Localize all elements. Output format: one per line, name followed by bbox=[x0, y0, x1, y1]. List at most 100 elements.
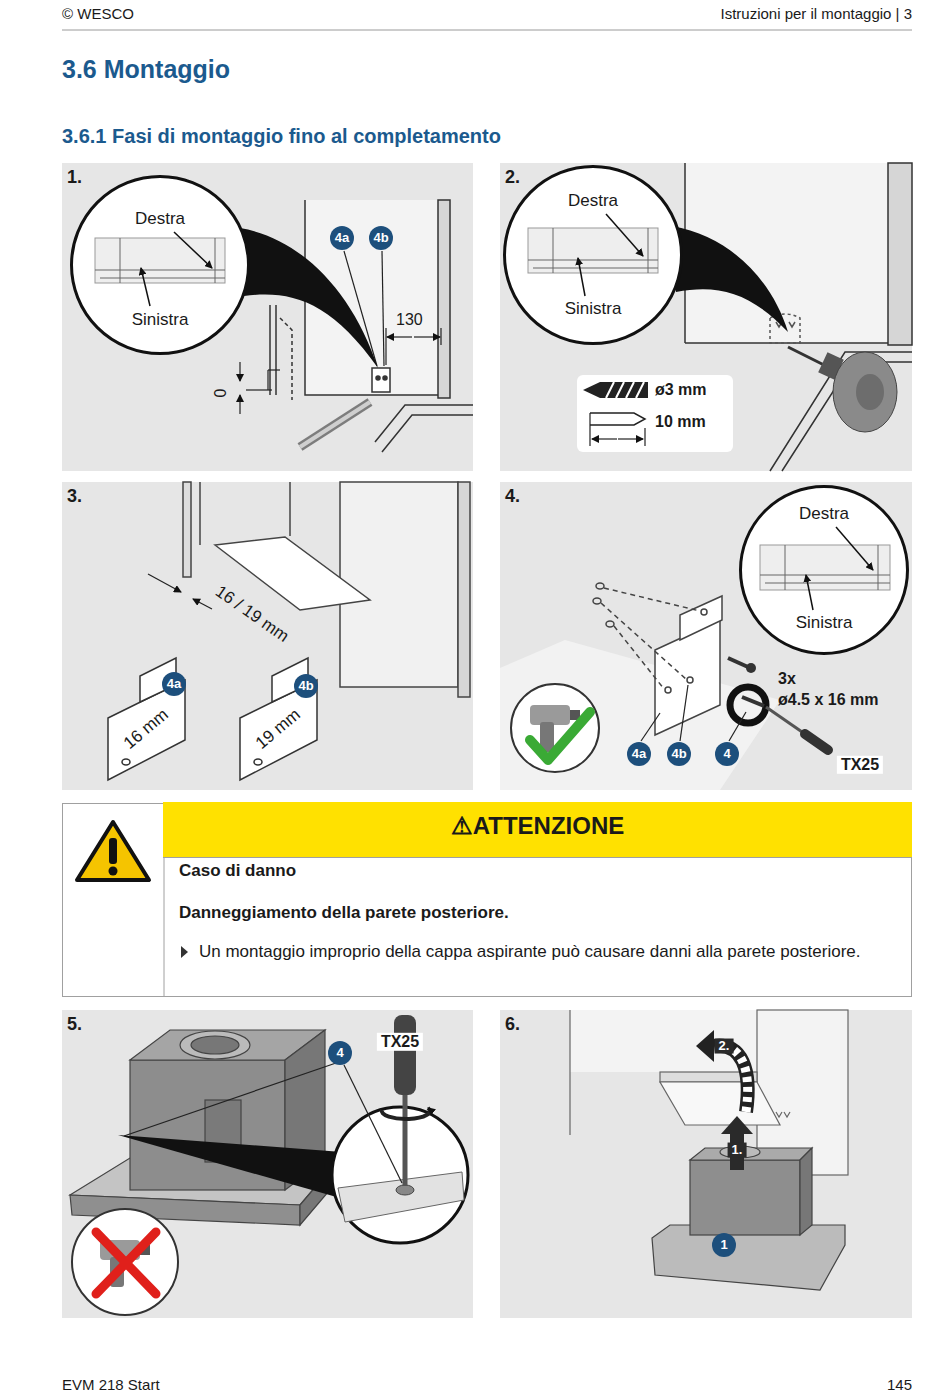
drill-forbidden-icon bbox=[96, 1232, 156, 1294]
drill-drawing bbox=[856, 374, 884, 410]
cabinet-drawing bbox=[270, 200, 473, 452]
magnifier-detail bbox=[95, 270, 225, 271]
leader-line bbox=[641, 685, 746, 741]
screwdriver-drawing bbox=[403, 1090, 408, 1186]
bracket-drawing bbox=[108, 658, 317, 780]
side-label: Destra bbox=[742, 504, 906, 524]
step-number: 3. bbox=[67, 486, 82, 507]
magnifier-detail bbox=[533, 268, 658, 269]
drill-bit-info bbox=[644, 428, 645, 446]
warning-band: ⚠ATTENZIONE bbox=[163, 802, 912, 858]
drill-forbidden-icon bbox=[96, 1232, 156, 1294]
footer-text: EVM 218 Start bbox=[62, 1376, 160, 1393]
magnifier-detail bbox=[504, 166, 682, 344]
magnifier-detail bbox=[606, 214, 643, 256]
detail-magnifier: DestraSinistra bbox=[739, 485, 909, 655]
magnifier-detail bbox=[806, 575, 813, 610]
screwdriver-drawing bbox=[394, 1015, 416, 1095]
mounting-drawing bbox=[701, 609, 707, 615]
step-number: 6. bbox=[505, 1014, 520, 1035]
magnifier-detail bbox=[95, 238, 225, 283]
magnifier-detail bbox=[71, 176, 249, 354]
lift-arrow bbox=[714, 1046, 748, 1112]
side-label: Sinistra bbox=[742, 613, 906, 633]
dimension-line bbox=[240, 328, 441, 414]
lift-arrow bbox=[714, 1046, 748, 1112]
magnifier-detail bbox=[332, 1107, 468, 1243]
step-number: 1. bbox=[67, 167, 82, 188]
hood-drawing bbox=[180, 1031, 250, 1059]
cabinet-drawing bbox=[269, 305, 271, 395]
drill-forbidden-icon bbox=[72, 1209, 178, 1315]
panel-ground bbox=[62, 1010, 473, 1318]
dimension-line bbox=[440, 328, 441, 345]
drill-drawing bbox=[788, 347, 826, 366]
cabinet-drawing bbox=[375, 405, 473, 442]
leader-line bbox=[729, 712, 746, 741]
magnifier-detail bbox=[765, 583, 890, 584]
dimension-line bbox=[148, 574, 181, 592]
step-panel: 1 6. bbox=[500, 1010, 912, 1318]
warning-text: Un montaggio improprio della cappa aspir… bbox=[199, 940, 904, 964]
mounting-drawing bbox=[680, 596, 722, 640]
magnifier-detail bbox=[836, 527, 873, 570]
magnifier-wedge bbox=[118, 1135, 342, 1198]
callout-badge: 4 bbox=[715, 742, 739, 766]
callout-number: 1 bbox=[712, 1233, 736, 1257]
tool-label: TX25 bbox=[837, 756, 883, 774]
mounting-drawing bbox=[665, 687, 671, 693]
header-text: © WESCO bbox=[62, 5, 134, 22]
magnifier-wedge bbox=[118, 1135, 342, 1198]
magnifier-detail bbox=[740, 486, 908, 654]
leader-line bbox=[680, 685, 688, 741]
drill-bit-info bbox=[590, 413, 645, 425]
dimension-line bbox=[239, 395, 240, 414]
bullet-marker bbox=[181, 946, 188, 958]
mounting-drawing bbox=[614, 626, 664, 689]
magnifier-wedge bbox=[240, 228, 378, 368]
hood-drawing bbox=[800, 1148, 812, 1235]
dimension: 0 bbox=[212, 389, 230, 398]
drill-bit-info bbox=[577, 375, 733, 452]
warning-icon bbox=[77, 822, 149, 880]
cabinet-drawing bbox=[289, 482, 291, 536]
cabinet-drawing bbox=[300, 402, 370, 447]
cabinet-drawing bbox=[660, 1082, 780, 1125]
magnifier-detail bbox=[338, 1172, 464, 1222]
callout-badge: 4a bbox=[162, 672, 186, 696]
screw-drawing bbox=[766, 707, 805, 734]
mounting-drawing bbox=[601, 603, 686, 679]
leader-line bbox=[124, 1063, 336, 1136]
cabinet-drawing bbox=[280, 318, 292, 400]
warning-text: Danneggiamento della parete posteriore. bbox=[179, 903, 509, 923]
cabinet-drawing bbox=[183, 482, 191, 577]
step-arrow-number: 2. bbox=[715, 1039, 734, 1054]
footer-text: 145 bbox=[887, 1376, 912, 1393]
cabinet-drawing bbox=[570, 1010, 757, 1072]
magnifier-detail bbox=[553, 228, 554, 273]
screw-drawing bbox=[746, 663, 756, 673]
magnifier-wedge bbox=[672, 226, 788, 332]
lift-arrow bbox=[721, 1116, 753, 1134]
magnifier-detail bbox=[504, 166, 682, 344]
step-number: 5. bbox=[67, 1014, 82, 1035]
screwdriver-drawing bbox=[382, 1108, 430, 1119]
drill-allowed-icon bbox=[511, 684, 599, 772]
magnifier-detail bbox=[785, 545, 786, 590]
drill-bit-info bbox=[577, 375, 733, 452]
magnifier-wedge bbox=[240, 228, 378, 368]
cabinet-drawing bbox=[199, 482, 201, 545]
drill-allowed-icon bbox=[530, 712, 590, 760]
lift-arrow bbox=[696, 1030, 714, 1062]
callout-number: 4 bbox=[715, 742, 739, 766]
panel-ground bbox=[500, 163, 912, 471]
magnifier-detail bbox=[174, 232, 212, 268]
side-label: Destra bbox=[73, 209, 247, 229]
drill-bit-info bbox=[618, 438, 643, 439]
callout-number: 4b bbox=[294, 674, 318, 698]
drill-drawing bbox=[833, 352, 897, 432]
header-text: Istruzioni per il montaggio | 3 bbox=[721, 5, 913, 22]
cabinet-drawing bbox=[570, 1010, 848, 1175]
dimension-line bbox=[239, 362, 240, 381]
